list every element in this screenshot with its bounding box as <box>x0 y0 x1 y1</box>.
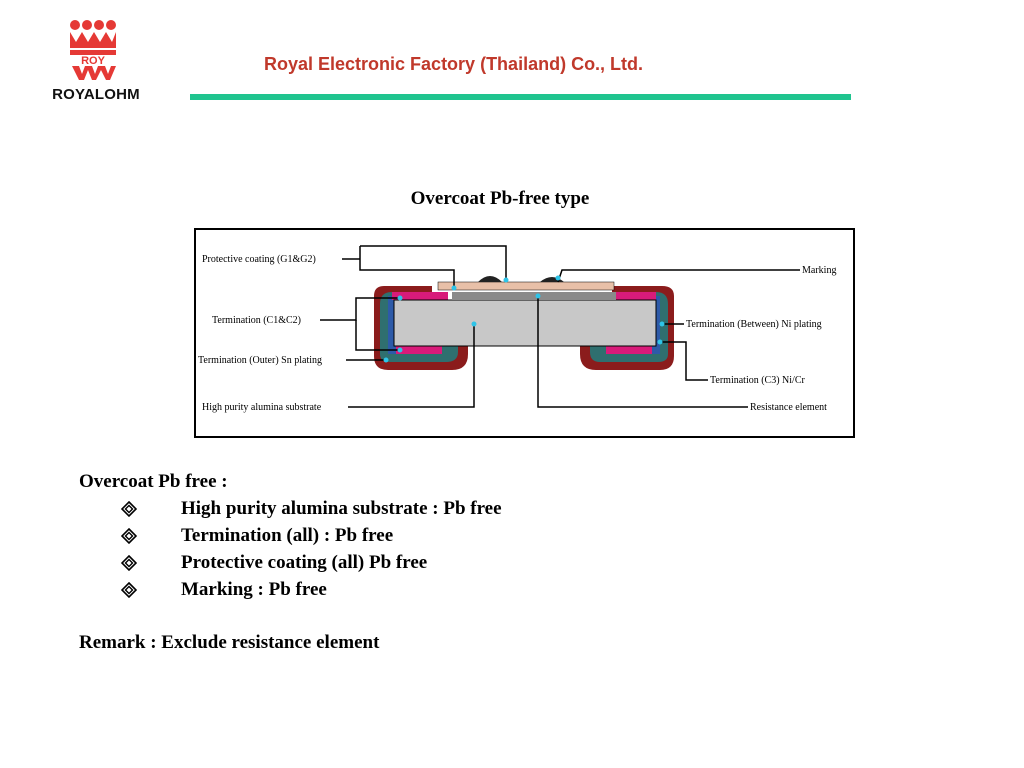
label-termination-outer: Termination (Outer) Sn plating <box>198 355 322 366</box>
label-termination-between: Termination (Between) Ni plating <box>686 319 822 330</box>
label-termination-c3: Termination (C3) Ni/Cr <box>710 375 806 386</box>
alumina-substrate <box>393 299 657 347</box>
label-resistance-element: Resistance element <box>750 402 827 413</box>
protective-coating-layer <box>437 281 615 291</box>
brand-name: ROYALOHM <box>52 86 140 103</box>
diagram-title: Overcoat Pb-free type <box>410 188 590 209</box>
termination-pad-bottom-right <box>606 346 652 354</box>
label-substrate: High purity alumina substrate <box>202 402 322 413</box>
diamond-bullet-icon <box>120 549 138 576</box>
termination-pad-top-left <box>392 292 448 300</box>
callout-dots <box>383 275 665 363</box>
marking-bump-left <box>478 276 502 282</box>
header-rule <box>190 94 851 100</box>
list-item-text: Termination (all) : Pb free <box>181 525 394 546</box>
notes-heading: Overcoat Pb free : <box>79 471 228 492</box>
diamond-bullet-icon <box>120 495 138 522</box>
royalohm-logo: ROY ROYALOHM <box>44 18 148 106</box>
list-item: Marking : Pb free <box>79 576 502 603</box>
list-item: Termination (all) : Pb free <box>79 522 502 549</box>
list-item-text: High purity alumina substrate : Pb free <box>181 498 502 519</box>
remark-text: Remark : Exclude resistance element <box>79 632 380 653</box>
list-item-text: Marking : Pb free <box>181 579 327 600</box>
resistor-cross-section-diagram: Protective coating (G1&G2) Termination (… <box>194 228 855 438</box>
crown-logo-icon: ROY <box>70 20 116 80</box>
logo-text: ROY <box>81 55 106 67</box>
label-termination-c1c2: Termination (C1&C2) <box>212 315 301 326</box>
diamond-bullet-icon <box>120 522 138 549</box>
diamond-bullet-icon <box>120 576 138 603</box>
list-item: Protective coating (all) Pb free <box>79 549 502 576</box>
pb-free-notes: Overcoat Pb free : High purity alumina s… <box>79 468 502 603</box>
resistance-element-layer <box>452 292 616 300</box>
label-protective-coating: Protective coating (G1&G2) <box>202 254 316 265</box>
termination-pad-bottom-left <box>396 346 442 354</box>
list-item: High purity alumina substrate : Pb free <box>79 495 502 522</box>
notes-list: High purity alumina substrate : Pb free … <box>79 495 502 603</box>
list-item-text: Protective coating (all) Pb free <box>181 552 428 573</box>
termination-pad-top-right <box>600 292 656 300</box>
company-name: Royal Electronic Factory (Thailand) Co.,… <box>264 54 644 74</box>
label-marking: Marking <box>802 265 836 276</box>
